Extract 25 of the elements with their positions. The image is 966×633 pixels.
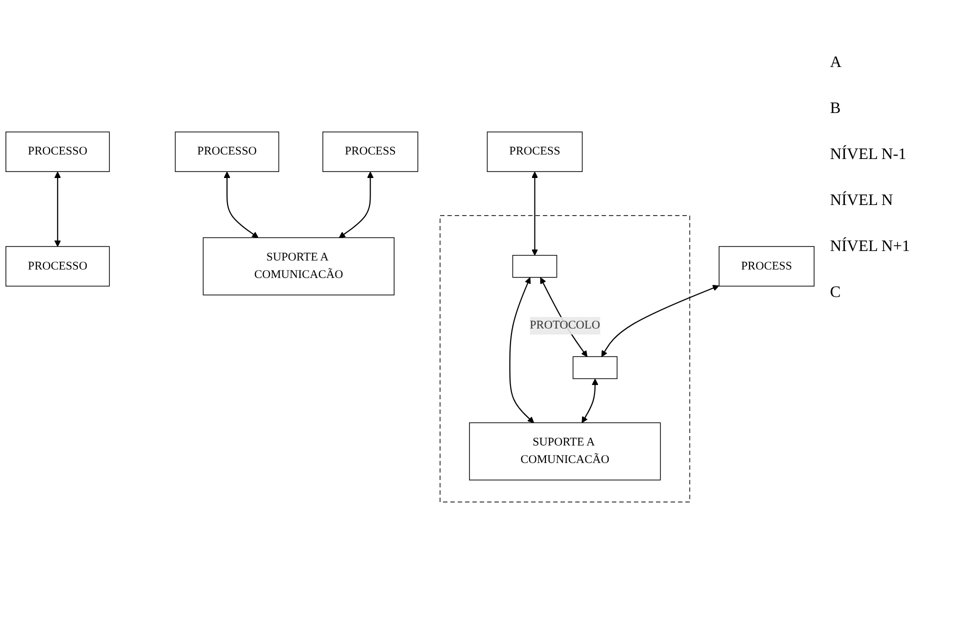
node-box: PROCESSO <box>174 131 280 172</box>
arrow <box>338 171 374 238</box>
node-box <box>572 356 618 379</box>
note-text: NÍVEL N+1 <box>830 238 910 256</box>
note-text: C <box>830 284 841 302</box>
note-text: NÍVEL N-1 <box>830 146 906 164</box>
arrow <box>582 378 598 423</box>
note-text: B <box>830 100 841 118</box>
node-box: PROCESS <box>322 131 418 172</box>
note-text: NÍVEL N <box>830 192 893 210</box>
node-box: PROCESSO <box>6 246 110 286</box>
arrow <box>224 171 258 238</box>
arrow <box>532 171 538 256</box>
node-box: PROCESS <box>718 246 814 286</box>
note-text: A <box>830 54 842 72</box>
arrow <box>54 171 61 246</box>
node-box <box>512 254 558 278</box>
arrow <box>509 276 534 423</box>
arrow <box>601 284 720 356</box>
edge-label: PROTOCOLO <box>530 318 600 332</box>
node-box: SUPORTE A COMUNICACÃO <box>469 422 661 480</box>
node-box: PROCESS <box>486 131 583 172</box>
cluster <box>440 214 690 502</box>
node-box: SUPORTE A COMUNICACÃO <box>202 236 394 295</box>
node-box: PROCESSO <box>6 131 110 172</box>
